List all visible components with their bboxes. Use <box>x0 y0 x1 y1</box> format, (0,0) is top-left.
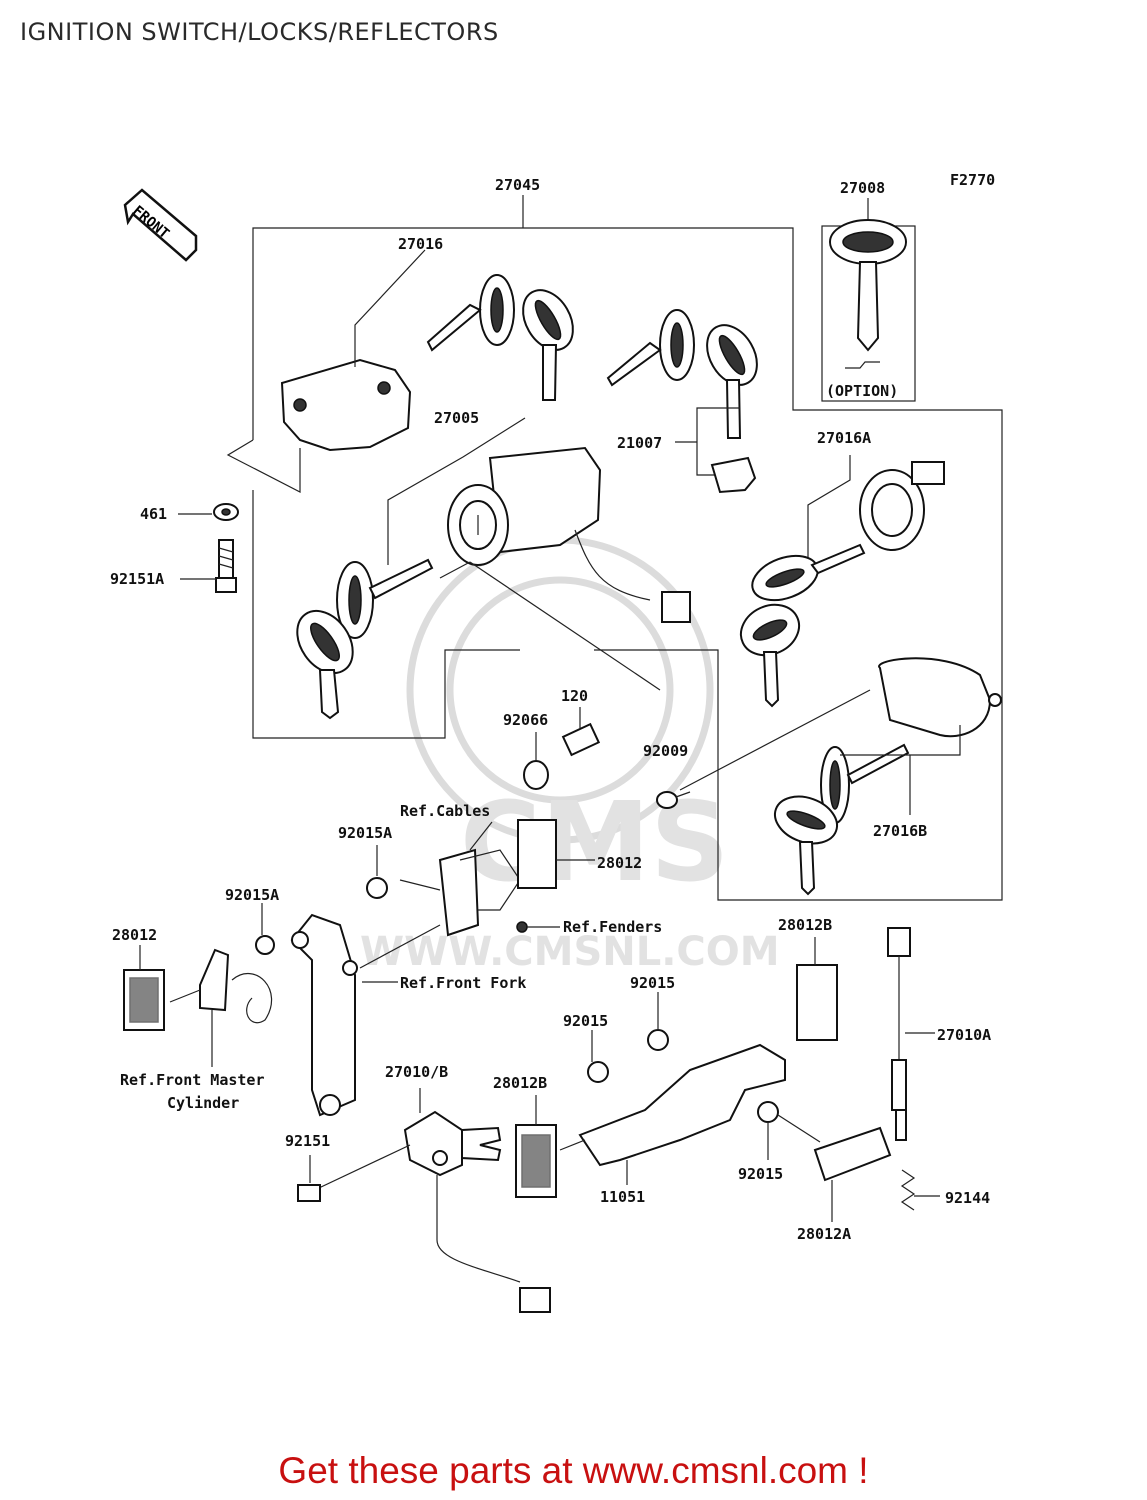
label-92015A-2: 92015A <box>225 886 279 904</box>
label-461: 461 <box>140 505 167 523</box>
stop-switch-27010A <box>887 927 940 1211</box>
label-92151A: 92151A <box>110 570 164 588</box>
label-27016B: 27016B <box>873 822 927 840</box>
ref-front-master-line2: Cylinder <box>167 1094 239 1112</box>
label-27016A: 27016A <box>817 429 871 447</box>
page-title: IGNITION SWITCH/LOCKS/REFLECTORS <box>20 18 499 46</box>
label-28012-1: 28012 <box>597 854 642 872</box>
label-92015-1: 92015 <box>630 974 675 992</box>
label-27005: 27005 <box>434 409 479 427</box>
label-27045: 27045 <box>495 176 540 194</box>
label-92015-2: 92015 <box>563 1012 608 1030</box>
key-set-27005 <box>296 558 434 720</box>
label-92151: 92151 <box>285 1132 330 1150</box>
parts-diagram: CMS WWW.CMSNL.COM FRONT F2770 <box>110 171 1003 1313</box>
label-11051: 11051 <box>600 1188 645 1206</box>
label-92015A-1: 92015A <box>338 824 392 842</box>
label-92066: 92066 <box>503 711 548 729</box>
front-arrow-icon: FRONT <box>123 188 198 262</box>
ref-fenders: Ref.Fenders <box>563 918 662 936</box>
reference-labels: Ref.Cables Ref.Fenders Ref.Front Fork Re… <box>120 802 662 1112</box>
small-parts-center <box>523 707 691 809</box>
watermark-url: WWW.CMSNL.COM <box>360 929 780 975</box>
option-label: (OPTION) <box>826 382 898 400</box>
ref-front-master-line1: Ref.Front Master <box>120 1071 265 1089</box>
bolt-parts-left <box>178 439 301 593</box>
cable-guide <box>359 819 595 969</box>
part-labels: 27045 27008 27016 27005 21007 27016A 461… <box>110 176 991 1243</box>
label-27010B: 27010/B <box>385 1063 448 1081</box>
ignition-switch-27005 <box>387 417 691 691</box>
figure-code: F2770 <box>950 171 995 189</box>
label-28012-2: 28012 <box>112 926 157 944</box>
label-27010A: 27010A <box>937 1026 991 1044</box>
ignition-housing <box>280 249 426 452</box>
fork-bracket <box>290 913 398 1117</box>
label-28012B-2: 28012B <box>493 1074 547 1092</box>
reflector-left <box>123 903 275 1067</box>
label-92144: 92144 <box>945 1189 990 1207</box>
watermark: CMS WWW.CMSNL.COM <box>360 536 780 975</box>
label-27016: 27016 <box>398 235 443 253</box>
label-21007: 21007 <box>617 434 662 452</box>
ref-cables: Ref.Cables <box>400 802 490 820</box>
ref-front-fork: Ref.Front Fork <box>400 974 526 992</box>
option-key-27008: (OPTION) <box>826 219 907 400</box>
reflector-bracket-11051 <box>515 937 892 1222</box>
key-set-21007 <box>606 309 758 494</box>
key-set-27016 <box>426 274 574 401</box>
lock-27016A <box>739 455 945 708</box>
label-92009: 92009 <box>643 742 688 760</box>
switch-27010B <box>297 1088 551 1313</box>
watermark-brand: CMS <box>460 778 729 906</box>
label-120: 120 <box>561 687 588 705</box>
label-27008: 27008 <box>840 179 885 197</box>
label-92015-3: 92015 <box>738 1165 783 1183</box>
label-28012A: 28012A <box>797 1225 851 1243</box>
label-28012B-1: 28012B <box>778 916 832 934</box>
footer-link-text[interactable]: Get these parts at www.cmsnl.com ! <box>278 1450 869 1491</box>
lock-27016B <box>679 657 1002 896</box>
